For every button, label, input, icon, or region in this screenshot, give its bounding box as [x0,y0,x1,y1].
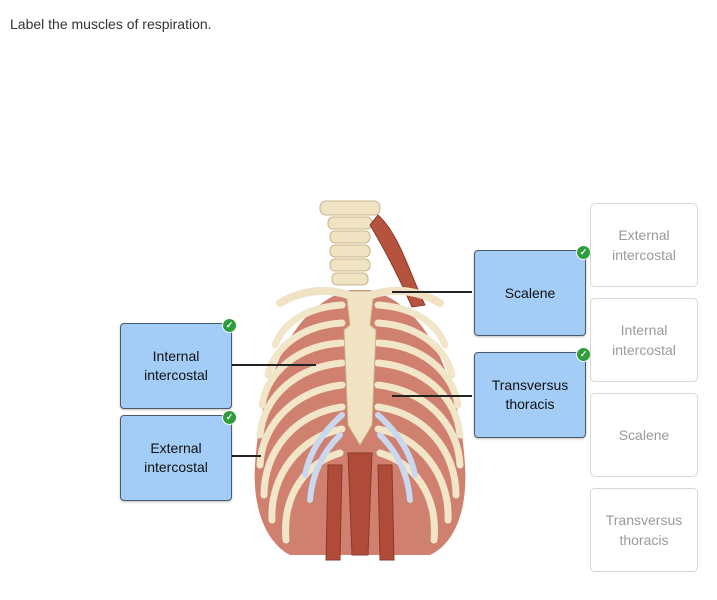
checkmark-icon: ✓ [222,318,237,333]
ribcage-illustration [254,200,466,561]
placed-label-text: Internal intercostal [144,348,208,383]
scalene-muscle [369,214,426,308]
bank-item-transversus-thoracis[interactable]: Transversus thoracis [590,488,698,572]
bank-item-external-intercostal[interactable]: External intercostal [590,203,698,287]
bank-item-internal-intercostal[interactable]: Internal intercostal [590,298,698,382]
question-prompt: Label the muscles of respiration. [10,16,212,32]
cervical-spine [319,200,381,286]
placed-label-internal-intercostal[interactable]: Internal intercostal ✓ [120,318,237,409]
placed-label-transversus-thoracis[interactable]: Transversus thoracis ✓ [474,347,591,438]
checkmark-icon: ✓ [222,410,237,425]
bank-item-scalene[interactable]: Scalene [590,393,698,477]
placed-label-external-intercostal[interactable]: External intercostal ✓ [120,410,237,501]
leader-line-scalene [392,291,472,293]
placed-label-scalene[interactable]: Scalene ✓ [474,245,591,336]
placed-label-text: Scalene [504,284,556,301]
placed-label-text: External intercostal [144,440,208,475]
leader-line-transversus-thoracis [392,395,472,397]
leader-line-external-intercostal [231,455,261,457]
sternum [343,290,377,446]
checkmark-icon: ✓ [576,347,591,362]
placed-label-text: Transversus thoracis [491,377,569,412]
checkmark-icon: ✓ [576,245,591,260]
leader-line-internal-intercostal [231,364,316,366]
